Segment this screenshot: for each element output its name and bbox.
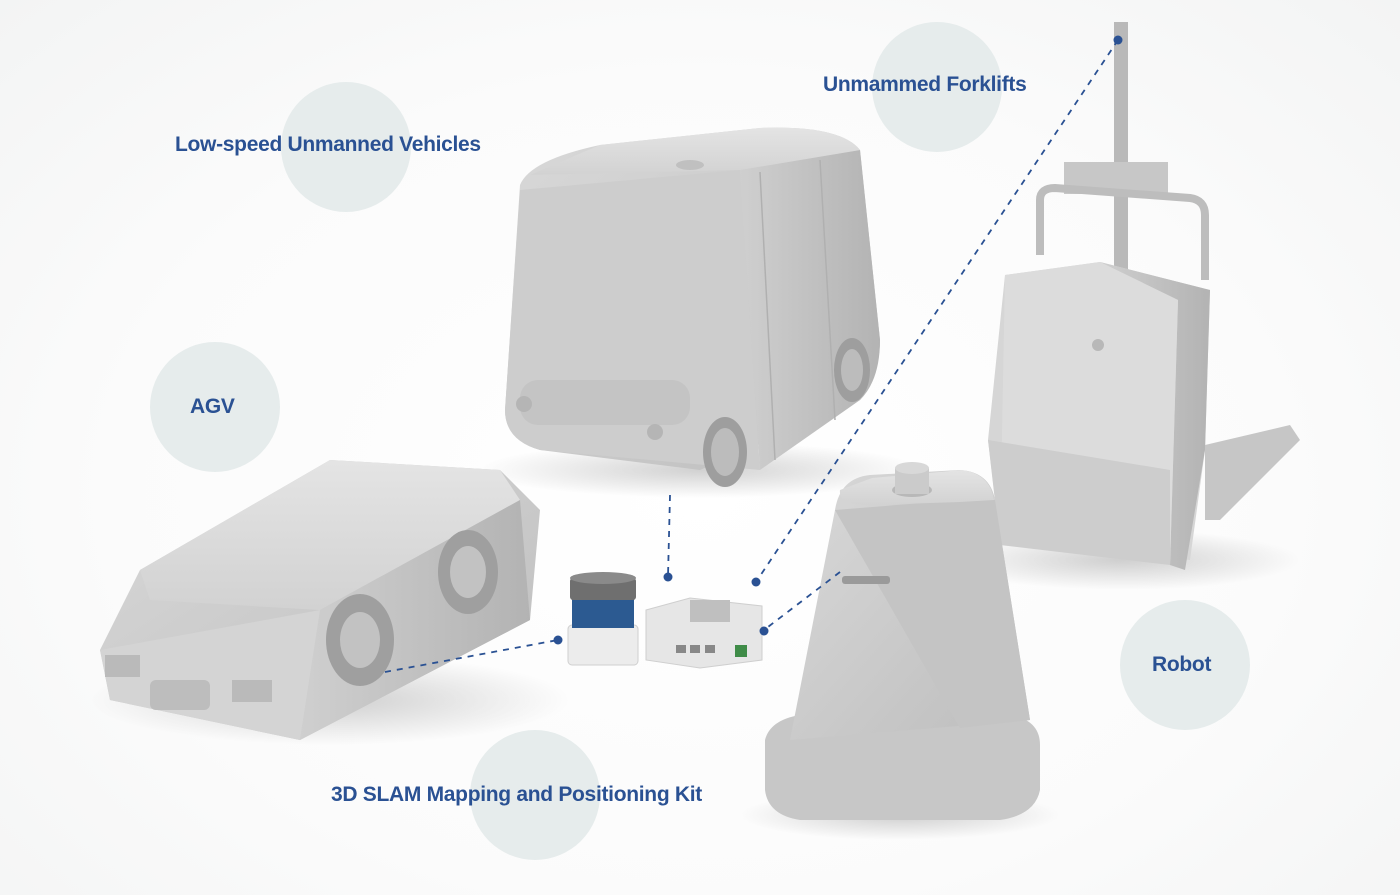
agv-vehicle: [100, 460, 540, 740]
slam-kit-device: [567, 572, 763, 669]
shuttle-vehicle: [505, 127, 880, 487]
label-robot: Robot: [1152, 653, 1212, 676]
label-low-speed-vehicles: Low-speed Unmanned Vehicles: [175, 133, 481, 156]
robot-device: [765, 462, 1040, 820]
line-to-forklift: [755, 39, 1119, 583]
bubble-robot: [1120, 600, 1250, 730]
bubble-forklifts: [872, 22, 1002, 152]
bubble-slam-kit: [470, 730, 600, 860]
line-to-robot: [763, 571, 841, 631]
label-unmanned-forklifts: Unmammed Forklifts: [823, 73, 1027, 96]
label-agv: AGV: [190, 395, 235, 418]
bubble-agv: [150, 342, 280, 472]
connector-dots: [553, 35, 1123, 645]
connector-lines: [384, 39, 1119, 673]
line-to-agv: [384, 639, 559, 673]
forklift-vehicle: [988, 22, 1300, 570]
line-to-shuttle: [667, 494, 671, 577]
bubble-low-speed: [281, 82, 411, 212]
label-slam-kit: 3D SLAM Mapping and Positioning Kit: [331, 783, 702, 806]
